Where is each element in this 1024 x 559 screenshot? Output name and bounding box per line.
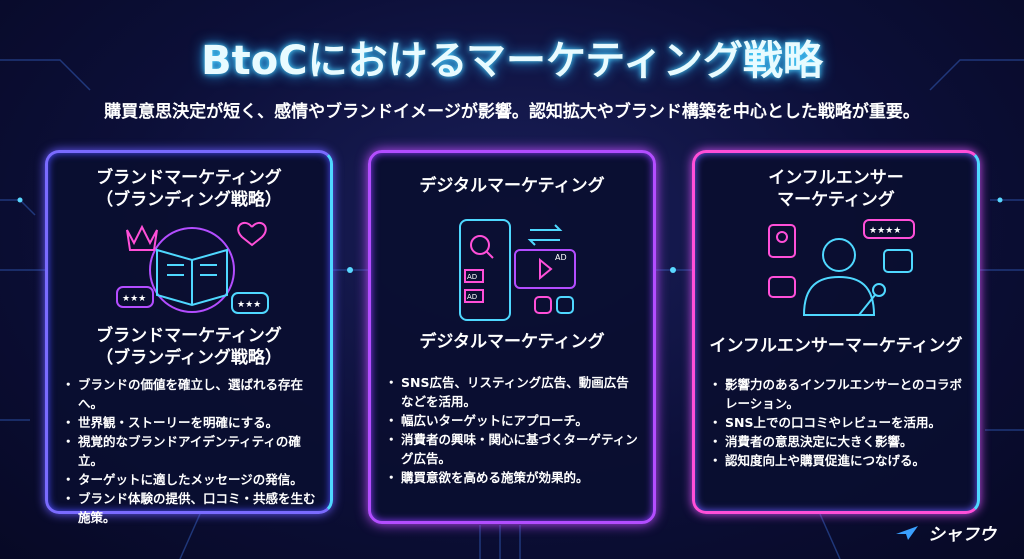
page-subtitle: 購買意思決定が短く、感情やブランドイメージが影響。認知拡大やブランド構築を中心と… — [104, 102, 920, 122]
brand-logo: シャフウ — [894, 520, 996, 545]
bullet-item: 認知度向上や購買促進につなげる。 — [709, 451, 963, 470]
bullet-list: 影響力のあるインフルエンサーとのコラボレーション。 SNS上での口コミやレビュー… — [709, 375, 963, 470]
svg-text:★★★: ★★★ — [237, 300, 261, 310]
card-title: デジタルマーケティング — [419, 176, 605, 196]
card-subtitle: ブランドマーケティング （ブランディング戦略） — [96, 326, 282, 368]
bullet-item: 幅広いターゲットにアプローチ。 — [385, 411, 639, 430]
bullet-item: ブランド体験の提供、口コミ・共感を生む施策。 — [62, 489, 316, 527]
bullet-item: SNS上での口コミやレビューを活用。 — [709, 413, 963, 432]
bullet-list: ブランドの価値を確立し、選ばれる存在へ。 世界観・ストーリーを明確にする。 視覚… — [62, 375, 316, 527]
bullet-item: 世界観・ストーリーを明確にする。 — [62, 413, 316, 432]
bullet-item: 消費者の興味・関心に基づくターゲティング広告。 — [385, 430, 639, 468]
svg-text:★★★: ★★★ — [122, 294, 146, 304]
bullet-item: 消費者の意思決定に大きく影響。 — [709, 432, 963, 451]
bullet-item: ブランドの価値を確立し、選ばれる存在へ。 — [62, 375, 316, 413]
card-brand-marketing: ブランドマーケティング （ブランディング戦略） ★★★ ★★★ ブランドマーケテ… — [45, 150, 333, 525]
card-title: インフルエンサー マーケティング — [768, 168, 904, 210]
digital-ads-icon: AD AD AD — [459, 219, 576, 321]
svg-text:★★★★: ★★★★ — [869, 226, 901, 236]
card-title: ブランドマーケティング （ブランディング戦略） — [96, 168, 282, 210]
bullet-item: ターゲットに適したメッセージの発信。 — [62, 470, 316, 489]
card-subtitle: デジタルマーケティング — [419, 332, 605, 352]
svg-text:AD: AD — [467, 293, 477, 301]
logo-mark-icon — [896, 525, 918, 540]
card-subtitle: インフルエンサーマーケティング — [709, 336, 963, 356]
bullet-item: SNS広告、リスティング広告、動画広告などを活用。 — [385, 373, 639, 411]
card-influencer-marketing: インフルエンサー マーケティング ★★★★ インフルエンサーマーケティング 影響… — [692, 150, 980, 514]
svg-text:AD: AD — [555, 253, 567, 262]
bullet-item: 購買意欲を高める施策が効果的。 — [385, 468, 639, 487]
influencer-icon: ★★★★ — [768, 219, 915, 316]
bullet-list: SNS広告、リスティング広告、動画広告などを活用。 幅広いターゲットにアプローチ… — [385, 373, 639, 487]
bullet-item: 視覚的なブランドアイデンティティの確立。 — [62, 432, 316, 470]
brand-book-icon: ★★★ ★★★ — [116, 221, 269, 314]
bullet-item: 影響力のあるインフルエンサーとのコラボレーション。 — [709, 375, 963, 413]
card-digital-marketing: デジタルマーケティング AD AD AD デジタルマーケティング SNS広告、リ… — [368, 150, 656, 524]
logo-text: シャフウ — [928, 525, 996, 545]
svg-text:AD: AD — [467, 273, 477, 281]
page-title: BtoCにおけるマーケティング戦略 — [201, 38, 823, 84]
